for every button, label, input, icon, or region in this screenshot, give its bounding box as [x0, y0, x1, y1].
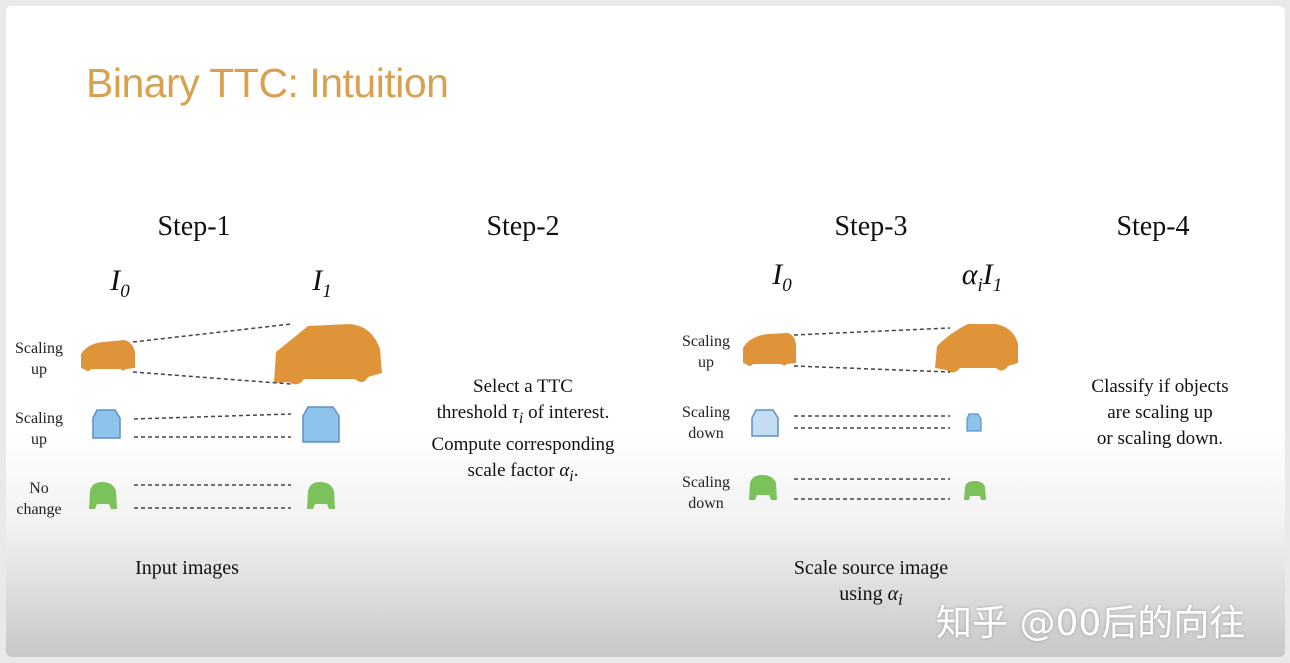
step3-green-arch-scaled [964, 481, 986, 500]
step3-blue-box-scaled [966, 413, 982, 432]
step3-blue-box-source [751, 409, 779, 437]
step1-blue-box-large [302, 406, 340, 443]
step-1-heading: Step-1 [157, 211, 231, 242]
step-3-heading: Step-3 [834, 211, 908, 242]
step1-blue-box-small [92, 409, 121, 439]
slide-title: Binary TTC: Intuition [86, 60, 449, 106]
step3-row1-bottom-connector [793, 365, 951, 373]
diagram-graphics [81, 323, 1018, 509]
step1-row1-bottom-connector [132, 371, 292, 385]
step-2-heading: Step-2 [486, 211, 560, 242]
step3-small-car-shape [743, 333, 796, 366]
step1-target-image-label: I1 [312, 264, 332, 302]
step3-row1-top-connector [793, 327, 951, 336]
step-4-heading: Step-4 [1116, 211, 1190, 242]
step3-scaled-image-label: αiI1 [961, 258, 1003, 296]
step1-green-arch-right [307, 482, 335, 509]
step1-source-image-label: I0 [110, 264, 130, 302]
step1-green-arch-left [89, 482, 117, 509]
watermark-text: 知乎 @00后的向往 [936, 603, 1246, 644]
step1-large-car-shape [274, 324, 382, 385]
step1-row1-top-connector [132, 323, 292, 343]
step3-green-arch-source [749, 475, 777, 500]
step3-caption: Scale source image using αi [793, 557, 949, 609]
step4-description: Classify if objects are scaling up or sc… [1091, 376, 1229, 449]
step3-scaled-car-shape [935, 324, 1018, 373]
step2-description: Select a TTC threshold τi of interest. C… [431, 376, 615, 485]
step1-row2-top-connector [133, 413, 292, 420]
slide: Binary TTC: Intuition Step-1 Step-2 Step… [6, 6, 1285, 657]
step1-caption: Input images [135, 557, 239, 579]
step3-source-image-label: I0 [772, 258, 792, 296]
step1-small-car-shape [81, 340, 135, 371]
